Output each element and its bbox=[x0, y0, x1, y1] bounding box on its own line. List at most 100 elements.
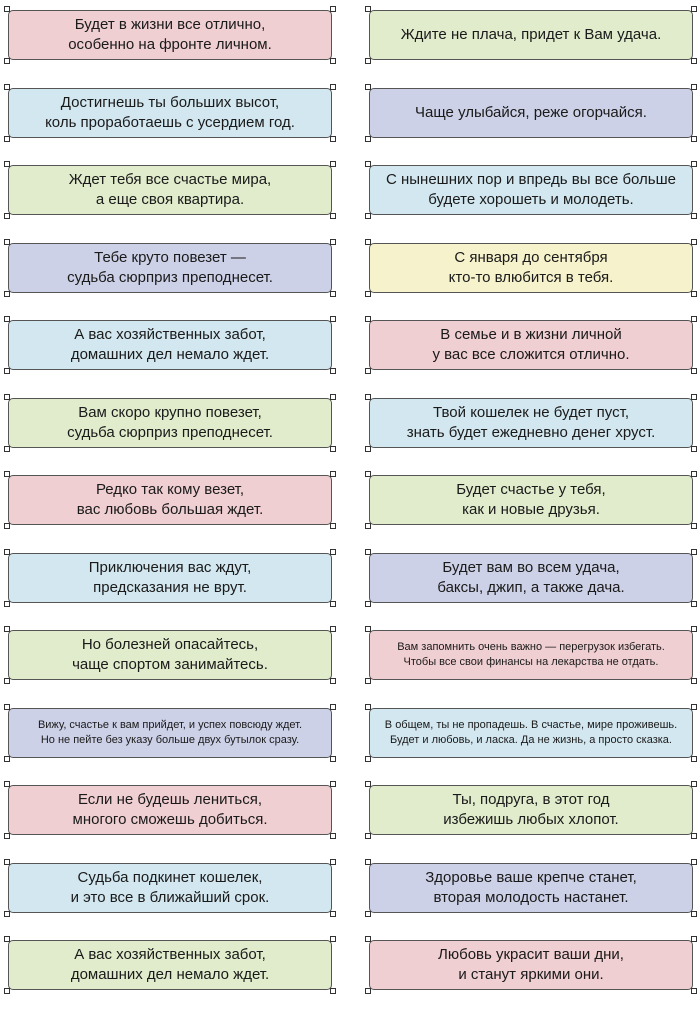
corner-handle-icon bbox=[330, 316, 336, 322]
prediction-text-line: Ждет тебя все счастье мира, bbox=[68, 171, 272, 188]
corner-handle-icon bbox=[365, 626, 371, 632]
prediction-text-line: домашних дел немало ждет. bbox=[70, 966, 270, 983]
corner-handle-icon bbox=[4, 601, 10, 607]
prediction-card: Но болезней опасайтесь, чаще спортом зани… bbox=[8, 630, 332, 680]
prediction-card: Если не будешь лениться,многого сможешь … bbox=[8, 785, 332, 835]
prediction-card: Вам запомнить очень важно — перегрузок и… bbox=[369, 630, 693, 680]
corner-handle-icon bbox=[330, 781, 336, 787]
corner-handle-icon bbox=[691, 781, 697, 787]
prediction-text-line: Твой кошелек не будет пуст, bbox=[433, 404, 629, 421]
prediction-card: Ждет тебя все счастье мира, а еще своя кв… bbox=[8, 165, 332, 215]
prediction-text-line: Будет и любовь, и ласка. Да не жизнь, а … bbox=[390, 734, 672, 746]
prediction-text-line: домашних дел немало ждет. bbox=[70, 346, 270, 363]
prediction-text-line: чаще спортом занимайтесь. bbox=[72, 656, 268, 673]
prediction-card: Приключения вас ждут,предсказания не вру… bbox=[8, 553, 332, 603]
prediction-card: А вас хозяйственных забот,домашних дел н… bbox=[8, 940, 332, 990]
corner-handle-icon bbox=[691, 136, 697, 142]
prediction-text-line: вторая молодость настанет. bbox=[433, 889, 629, 906]
corner-handle-icon bbox=[365, 833, 371, 839]
prediction-text-line: С января до сентября bbox=[454, 249, 608, 266]
corner-handle-icon bbox=[4, 471, 10, 477]
prediction-text-line: особенно на фронте личном. bbox=[68, 36, 272, 53]
corner-handle-icon bbox=[691, 936, 697, 942]
corner-handle-icon bbox=[4, 58, 10, 64]
prediction-text-line: А вас хозяйственных забот, bbox=[74, 326, 266, 343]
corner-handle-icon bbox=[4, 239, 10, 245]
corner-handle-icon bbox=[365, 471, 371, 477]
prediction-text-line: Но болезней опасайтесь, bbox=[81, 636, 259, 653]
prediction-text-line: Чаще улыбайся, реже огорчайся. bbox=[415, 104, 647, 121]
prediction-card: Здоровье ваше крепче станет,вторая молод… bbox=[369, 863, 693, 913]
prediction-text-line: Любовь украсит ваши дни, bbox=[438, 946, 624, 963]
corner-handle-icon bbox=[691, 549, 697, 555]
corner-handle-icon bbox=[365, 136, 371, 142]
corner-handle-icon bbox=[4, 678, 10, 684]
corner-handle-icon bbox=[330, 626, 336, 632]
corner-handle-icon bbox=[365, 239, 371, 245]
prediction-text-line: коль проработаешь с усердием год. bbox=[45, 114, 295, 131]
corner-handle-icon bbox=[691, 84, 697, 90]
corner-handle-icon bbox=[365, 291, 371, 297]
corner-handle-icon bbox=[365, 704, 371, 710]
corner-handle-icon bbox=[330, 446, 336, 452]
corner-handle-icon bbox=[330, 136, 336, 142]
corner-handle-icon bbox=[4, 781, 10, 787]
corner-handle-icon bbox=[4, 446, 10, 452]
prediction-text-line: Чтобы все свои финансы на лекарства не о… bbox=[403, 656, 659, 668]
corner-handle-icon bbox=[4, 833, 10, 839]
corner-handle-icon bbox=[691, 316, 697, 322]
prediction-text-line: вас любовь большая ждет. bbox=[76, 501, 264, 518]
corner-handle-icon bbox=[691, 988, 697, 994]
corner-handle-icon bbox=[330, 84, 336, 90]
prediction-card: В общем, ты не пропадешь. В счастье, мир… bbox=[369, 708, 693, 758]
prediction-text-line: а еще своя квартира. bbox=[95, 191, 245, 208]
corner-handle-icon bbox=[4, 161, 10, 167]
prediction-text-line: и это все в ближайший срок. bbox=[70, 889, 270, 906]
prediction-card: Вам скоро крупно повезет,судьба сюрприз … bbox=[8, 398, 332, 448]
prediction-card: Достигнешь ты больших высот,коль прорабо… bbox=[8, 88, 332, 138]
corner-handle-icon bbox=[330, 859, 336, 865]
corner-handle-icon bbox=[330, 549, 336, 555]
corner-handle-icon bbox=[365, 84, 371, 90]
corner-handle-icon bbox=[365, 446, 371, 452]
corner-handle-icon bbox=[365, 213, 371, 219]
prediction-card: Чаще улыбайся, реже огорчайся. bbox=[369, 88, 693, 138]
prediction-text-line: судьба сюрприз преподнесет. bbox=[67, 269, 273, 286]
prediction-text-line: В общем, ты не пропадешь. В счастье, мир… bbox=[384, 719, 678, 731]
prediction-text-line: Вам запомнить очень важно — перегрузок и… bbox=[397, 641, 665, 653]
prediction-card: Будет в жизни все отлично,особенно на фр… bbox=[8, 10, 332, 60]
corner-handle-icon bbox=[330, 523, 336, 529]
corner-handle-icon bbox=[330, 291, 336, 297]
corner-handle-icon bbox=[691, 471, 697, 477]
corner-handle-icon bbox=[691, 213, 697, 219]
corner-handle-icon bbox=[691, 394, 697, 400]
corner-handle-icon bbox=[365, 316, 371, 322]
corner-handle-icon bbox=[691, 161, 697, 167]
prediction-card: Ждите не плача, придет к Вам удача. bbox=[369, 10, 693, 60]
prediction-text-line: многого сможешь добиться. bbox=[72, 811, 268, 828]
prediction-text-line: Ты, подруга, в этот год bbox=[452, 791, 610, 808]
corner-handle-icon bbox=[330, 161, 336, 167]
corner-handle-icon bbox=[4, 911, 10, 917]
corner-handle-icon bbox=[691, 833, 697, 839]
corner-handle-icon bbox=[4, 368, 10, 374]
corner-handle-icon bbox=[365, 523, 371, 529]
corner-handle-icon bbox=[365, 678, 371, 684]
prediction-card: Будет счастье у тебя,как и новые друзья. bbox=[369, 475, 693, 525]
corner-handle-icon bbox=[330, 833, 336, 839]
prediction-text-line: Вам скоро крупно повезет, bbox=[78, 404, 262, 421]
prediction-text-line: Судьба подкинет кошелек, bbox=[77, 869, 263, 886]
prediction-text-line: у вас все сложится отлично. bbox=[432, 346, 630, 363]
corner-handle-icon bbox=[691, 58, 697, 64]
corner-handle-icon bbox=[330, 678, 336, 684]
corner-handle-icon bbox=[691, 368, 697, 374]
corner-handle-icon bbox=[330, 239, 336, 245]
corner-handle-icon bbox=[330, 601, 336, 607]
prediction-text-line: Редко так кому везет, bbox=[95, 481, 245, 498]
prediction-text-line: баксы, джип, а также дача. bbox=[437, 579, 625, 596]
corner-handle-icon bbox=[691, 6, 697, 12]
corner-handle-icon bbox=[4, 6, 10, 12]
